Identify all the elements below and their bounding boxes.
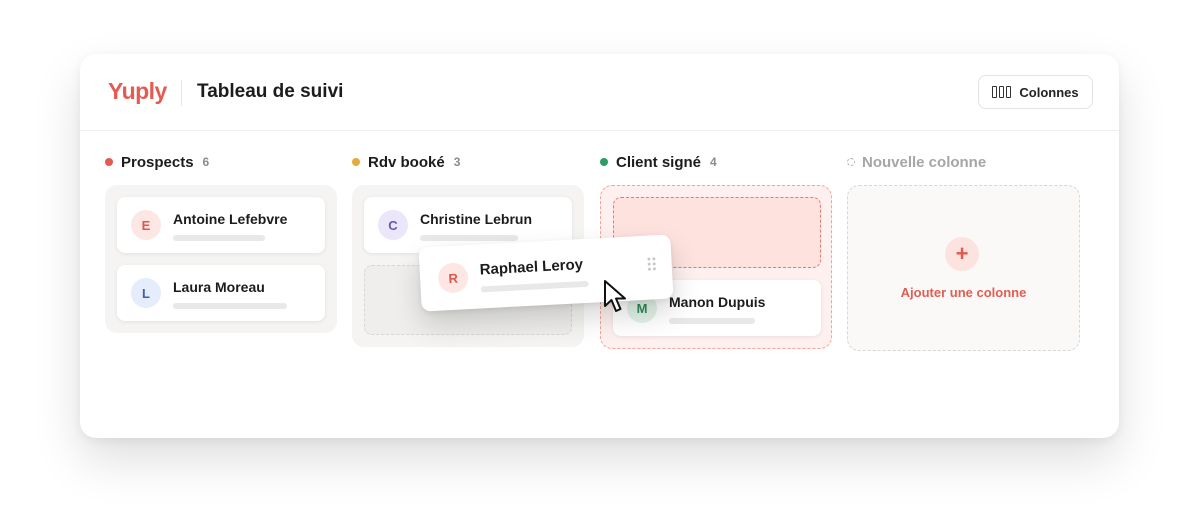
kanban-board-window: Yuply Tableau de suivi Colonnes Prospect… — [80, 54, 1119, 438]
card-name: Christine Lebrun — [420, 211, 533, 227]
columns-button[interactable]: Colonnes — [978, 75, 1093, 109]
card-antoine-lefebvre[interactable]: E Antoine Lefebvre — [117, 197, 325, 253]
column-count: 4 — [710, 155, 717, 169]
drag-handle-icon[interactable] — [647, 257, 657, 271]
plus-icon[interactable]: + — [945, 237, 979, 271]
dashed-circle-icon — [847, 158, 855, 166]
column-header-prospects[interactable]: Prospects 6 — [105, 152, 209, 172]
card-laura-moreau[interactable]: L Laura Moreau — [117, 265, 325, 321]
add-column-area[interactable]: + Ajouter une colonne — [847, 185, 1080, 351]
card-placeholder-bar — [669, 318, 755, 324]
columns-icon — [992, 86, 1012, 98]
page-title: Tableau de suivi — [197, 81, 344, 102]
column-title: Rdv booké — [368, 153, 445, 171]
brand-logo[interactable]: Yuply — [108, 78, 167, 104]
card-name: Raphael Leroy — [479, 256, 584, 279]
avatar: R — [437, 262, 469, 294]
column-count: 6 — [202, 155, 210, 169]
column-count: 3 — [453, 155, 461, 169]
card-name: Laura Moreau — [173, 279, 265, 295]
column-header-client-signe[interactable]: Client signé 4 — [600, 152, 717, 172]
status-dot — [105, 158, 113, 166]
card-name: Antoine Lefebvre — [173, 211, 288, 227]
card-christine-lebrun[interactable]: C Christine Lebrun — [364, 197, 572, 253]
column-header-new[interactable]: Nouvelle colonne — [847, 152, 986, 172]
avatar: C — [378, 210, 408, 240]
card-placeholder-bar — [173, 235, 265, 241]
column-title: Nouvelle colonne — [862, 153, 987, 171]
add-column-label[interactable]: Ajouter une colonne — [900, 285, 1027, 300]
column-title: Client signé — [616, 153, 702, 171]
header: Yuply Tableau de suivi Colonnes — [80, 54, 1119, 131]
columns-button-label: Colonnes — [1019, 84, 1079, 100]
status-dot — [600, 158, 608, 166]
column-lane-prospects[interactable]: E Antoine Lefebvre L Laura Moreau — [105, 185, 337, 333]
column-title: Prospects — [121, 153, 194, 171]
card-placeholder-bar — [480, 280, 589, 293]
column-header-rdv-booke[interactable]: Rdv booké 3 — [352, 152, 460, 172]
avatar: L — [131, 278, 161, 308]
status-dot — [352, 158, 360, 166]
card-placeholder-bar — [420, 235, 518, 241]
card-placeholder-bar — [173, 303, 287, 309]
header-divider — [181, 80, 182, 106]
dragged-card-raphael-leroy[interactable]: R Raphael Leroy — [418, 234, 674, 312]
mouse-cursor-icon — [604, 280, 626, 312]
avatar: E — [131, 210, 161, 240]
card-name: Manon Dupuis — [669, 294, 766, 310]
